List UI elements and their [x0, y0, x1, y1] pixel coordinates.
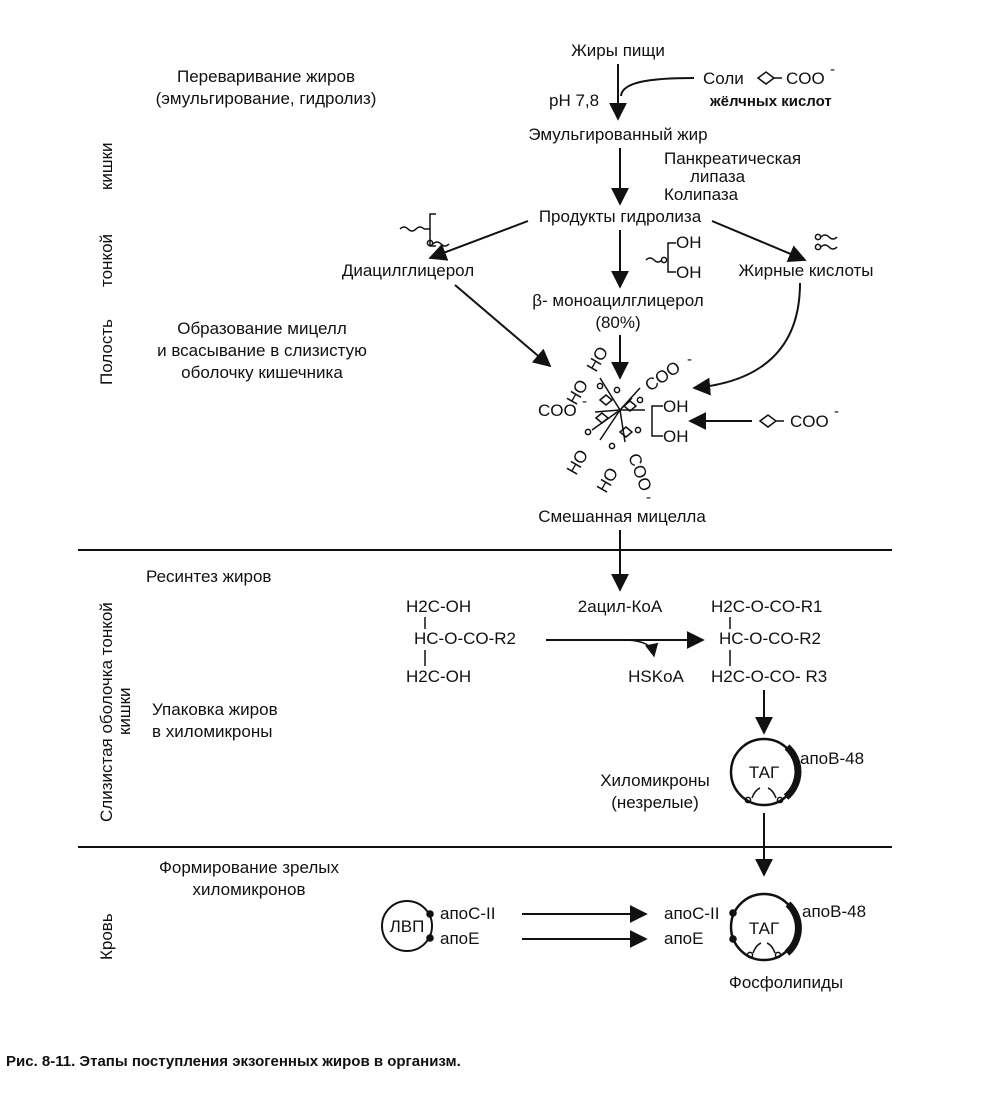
- micelle-title-line-2: и всасывание в слизистую: [157, 341, 367, 360]
- mature-apob48-label: апоВ-48: [802, 902, 866, 921]
- ph-label: pH 7,8: [549, 91, 599, 110]
- micelle-title-line-1: Образование мицелл: [177, 319, 347, 338]
- bile-salts-coo: COO: [786, 69, 825, 88]
- bile-acids-label: жёлчных кислот: [709, 93, 832, 110]
- bile-salts-label: Соли: [703, 69, 744, 88]
- mature-apoe-label: апоЕ: [664, 929, 703, 948]
- side-label-cavity-3: кишки: [97, 142, 116, 190]
- micelle-ho-1: HO: [583, 343, 612, 375]
- micelle-coo-1-charge: -: [687, 351, 692, 368]
- side-label-blood: Кровь: [97, 913, 116, 960]
- arrow-diacylglycerol-to-micelle: [454, 284, 552, 368]
- fatty-acids-label: Жирные кислоты: [738, 261, 873, 280]
- micelle-oh-top: OH: [663, 397, 689, 416]
- bile-salts-curve: [620, 77, 695, 97]
- enzyme-label-lipase-2: липаза: [690, 167, 746, 186]
- figure-caption: Рис. 8-11. Этапы поступления экзогенных …: [6, 1053, 461, 1070]
- mixed-micelle: [584, 377, 663, 450]
- resynthesis-title: Ресинтез жиров: [146, 567, 271, 586]
- diacylglycerol-icon: [399, 213, 450, 247]
- monoacylglycerol-label: β- моноацилглицерол: [532, 291, 703, 310]
- micelle-coo-1: COO: [641, 357, 684, 395]
- tag-line-3: H2C-O-CO- R3: [711, 667, 827, 686]
- arrow-fatty-acids-to-micelle: [692, 282, 801, 396]
- packaging-title-line-1: Упаковка жиров: [152, 700, 278, 719]
- maturation-title-line-2: хиломикронов: [193, 880, 306, 899]
- hskoa-label: HSKoA: [628, 667, 684, 686]
- arrow-to-fatty-acids: [711, 220, 807, 263]
- digestion-title-line-2: (эмульгирование, гидролиз): [156, 89, 377, 108]
- mature-chylomicron: [729, 892, 802, 962]
- micelle-ho-3: HO: [563, 446, 592, 478]
- maturation-title-line-1: Формирование зрелых: [159, 858, 340, 877]
- enzyme-label-lipase-1: Панкреатическая: [664, 149, 801, 168]
- mag-line-3: H2C-OH: [406, 667, 471, 686]
- micelle-title-line-3: оболочку кишечника: [181, 363, 343, 382]
- acyl-coa-label: 2ацил-КоА: [578, 597, 663, 616]
- hdl-label: ЛВП: [390, 917, 425, 936]
- immature-chylomicron-label-2: (незрелые): [611, 793, 699, 812]
- bile-salts-coo-charge: -: [830, 61, 835, 78]
- micelle-ho-4: HO: [593, 464, 622, 496]
- phospholipids-label: Фосфолипиды: [729, 973, 843, 992]
- side-label-mucosa-2: кишки: [115, 687, 134, 735]
- bile-acid-coo-right: COO: [790, 412, 829, 431]
- mature-chylomicron-tag: ТАГ: [749, 919, 779, 938]
- hdl-particle: [381, 900, 434, 952]
- emulsified-fat-label: Эмульгированный жир: [528, 125, 707, 144]
- digestion-title-line-1: Переваривание жиров: [177, 67, 355, 86]
- mag-line-1: H2C-OH: [406, 597, 471, 616]
- dietary-fats-label: Жиры пищи: [571, 41, 665, 60]
- mature-apoc2-label: апоС-II: [664, 904, 720, 923]
- enzyme-label-colipase: Колипаза: [664, 185, 739, 204]
- micelle-coo-3-charge: -: [646, 489, 651, 506]
- bile-acid-coo-right-charge: -: [834, 403, 839, 420]
- monoacylglycerol-icon: [645, 242, 676, 273]
- hskoa-branch-arrow: [621, 639, 659, 658]
- bile-acid-diamond-icon: [756, 71, 776, 85]
- immature-chylomicron-tag: ТАГ: [749, 763, 779, 782]
- micelle-coo-3: COO: [624, 451, 655, 494]
- immature-apob48-label: апоВ-48: [800, 749, 864, 768]
- monoacylglycerol-percent: (80%): [595, 313, 640, 332]
- immature-chylomicron: [729, 737, 802, 807]
- micelle-coo-2-charge: -: [582, 393, 587, 410]
- mag-line-2: HC-O-CO-R2: [414, 629, 516, 648]
- arrow-to-diacylglycerol: [428, 220, 529, 261]
- side-label-mucosa-1: Слизистая оболочка тонкой: [97, 602, 116, 822]
- mixed-micelle-label: Смешанная мицелла: [538, 507, 706, 526]
- monoacylglycerol-oh-top: OH: [676, 233, 702, 252]
- hydrolysis-products-label: Продукты гидролиза: [539, 207, 702, 226]
- tag-line-2: HC-O-CO-R2: [719, 629, 821, 648]
- hdl-apoc2-label: апоС-II: [440, 904, 496, 923]
- fatty-acids-icon: [814, 233, 838, 251]
- diacylglycerol-label: Диацилглицерол: [342, 261, 474, 280]
- hdl-apoe-label: апоЕ: [440, 929, 479, 948]
- monoacylglycerol-oh-bottom: OH: [676, 263, 702, 282]
- bile-acid-diamond-icon-2: [758, 414, 778, 428]
- micelle-oh-bottom: OH: [663, 427, 689, 446]
- side-label-cavity-1: Полость: [97, 319, 116, 385]
- tag-line-1: H2C-O-CO-R1: [711, 597, 822, 616]
- packaging-title-line-2: в хиломикроны: [152, 722, 272, 741]
- micelle-coo-2: COO: [538, 401, 577, 420]
- side-label-cavity-2: тонкой: [97, 234, 116, 287]
- immature-chylomicron-label-1: Хиломикроны: [600, 771, 710, 790]
